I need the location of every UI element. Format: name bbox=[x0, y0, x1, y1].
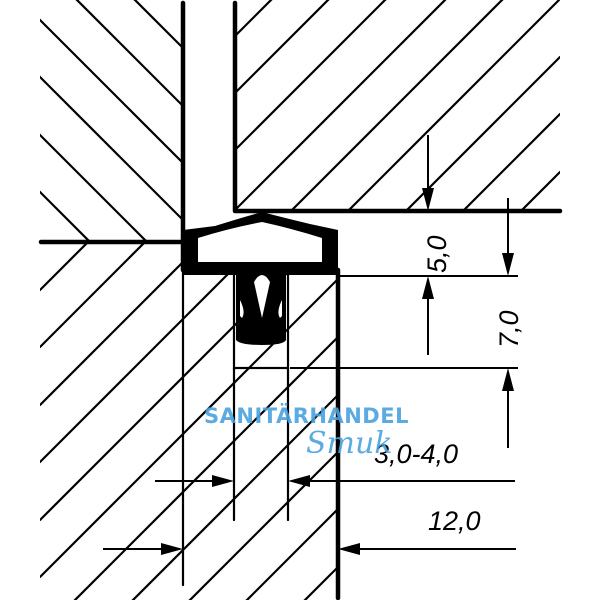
dimension-groove-depth: 7,0 bbox=[290, 198, 524, 448]
watermark-line2: Smuk bbox=[306, 426, 393, 461]
watermark-line1: SANITÄRHANDEL bbox=[204, 403, 409, 428]
dimension-groove-width: 3,0-4,0 bbox=[155, 439, 515, 487]
hatch-top-right bbox=[235, 0, 560, 212]
hatch-top-left bbox=[40, 0, 183, 242]
dim-label-groove-depth: 7,0 bbox=[494, 310, 524, 348]
dim-label-gap-depth: 5,0 bbox=[422, 235, 452, 273]
t-profile-seal bbox=[183, 212, 338, 345]
hatch-bottom bbox=[40, 242, 338, 600]
dimension-gap-depth: 5,0 bbox=[338, 135, 518, 355]
dim-label-groove-width: 3,0-4,0 bbox=[374, 439, 458, 469]
watermark: SANITÄRHANDEL Smuk bbox=[204, 403, 409, 461]
dimension-total-width: 12,0 bbox=[103, 506, 516, 555]
dim-label-total-width: 12,0 bbox=[428, 506, 481, 536]
